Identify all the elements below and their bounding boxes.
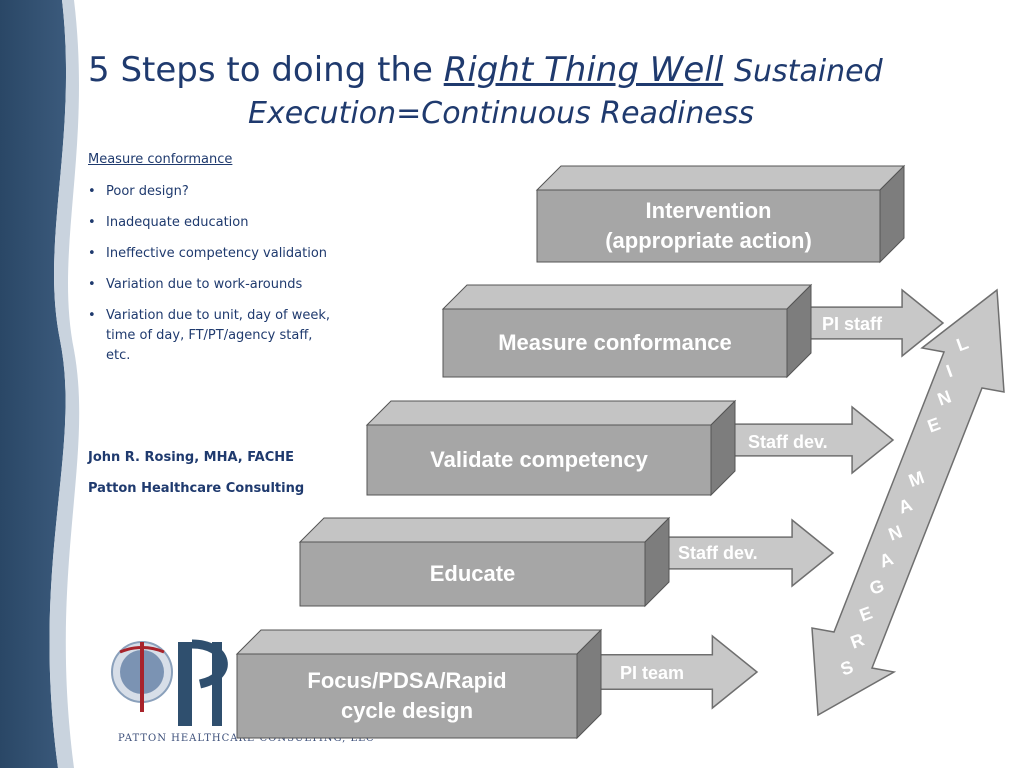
left-band-swoosh (49, 0, 80, 768)
left-band-dark (0, 0, 67, 768)
step-box-top (535, 165, 906, 191)
bullet-item: Variation due to work-arounds (88, 275, 338, 295)
title-emphasis: Right Thing Well (443, 50, 724, 90)
step-box-front (536, 189, 881, 263)
slide-subtitle: Execution=Continuous Readiness (248, 96, 755, 131)
step-box-front (442, 308, 788, 378)
step-box-front (366, 424, 712, 496)
step-arrow (644, 518, 835, 588)
title-prefix: 5 Steps to doing the (88, 50, 444, 90)
step-box-top (441, 284, 813, 310)
step-box-front (236, 653, 578, 739)
step-box-label: Focus/PDSA/Rapid cycle design (307, 668, 507, 723)
step-box-label: Intervention (appropriate action) (605, 198, 812, 253)
author-name: John R. Rosing, MHA, FACHE (88, 450, 295, 465)
step-box-top (365, 400, 737, 426)
step-arrow-label: PI team (620, 663, 685, 683)
sidebar-bullet-list: Poor design? Inadequate education Ineffe… (88, 182, 338, 377)
slide-title: 5 Steps to doing the Right Thing Well Su… (88, 50, 988, 90)
step-box-top (235, 629, 603, 655)
bullet-item: Poor design? (88, 182, 338, 202)
bullet-item: Inadequate education (88, 213, 338, 233)
step-arrow-label: Staff dev. (678, 543, 758, 563)
step-arrow-label: PI staff (822, 314, 883, 334)
step-box-front (299, 541, 646, 607)
step-box-label: Educate (429, 561, 516, 586)
bullet-item: Variation due to unit, day of week, time… (88, 306, 338, 366)
title-suffix: Sustained (734, 54, 883, 89)
step-box-label: Measure conformance (498, 330, 732, 355)
step-arrow-label: Staff dev. (748, 432, 828, 452)
step-box-label: Validate competency (430, 447, 648, 472)
logo-emblem (111, 639, 228, 726)
step-box-top (298, 517, 671, 543)
company-name: Patton Healthcare Consulting (88, 481, 305, 496)
sidebar-heading: Measure conformance (88, 152, 233, 167)
bullet-item: Ineffective competency validation (88, 244, 338, 264)
line-managers-arrow (811, 288, 1005, 717)
